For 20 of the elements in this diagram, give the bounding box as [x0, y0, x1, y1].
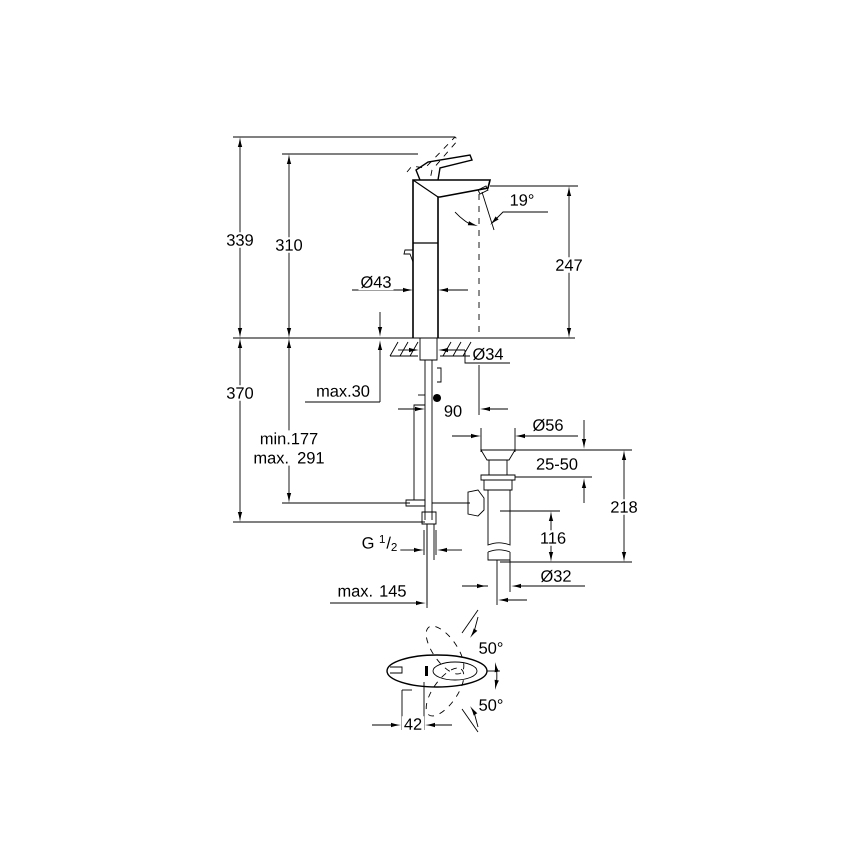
dimension-label: 50° [476, 697, 506, 713]
dimension-label: 42 [402, 716, 424, 732]
dimension-label: max.30 [314, 383, 372, 399]
dimension-label: Ø56 [530, 416, 566, 434]
dimension-label: 339 [224, 232, 256, 248]
dimension-label: 50° [476, 640, 506, 656]
dimension-label: max. 145 [336, 583, 408, 599]
dimension-label: 90 [442, 403, 464, 419]
dimension-label: 19° [508, 192, 536, 208]
dimension-label: 116 [538, 530, 568, 546]
dimension-label: Ø34 [470, 346, 506, 362]
dimension-label: G $^{1}$/$_{2}$ [360, 532, 400, 554]
dimension-label: Ø43 [358, 274, 394, 290]
dimension-label: Ø32 [538, 568, 574, 584]
dimension-label: min.177 max. 291 [251, 430, 327, 466]
dimension-label: 370 [224, 385, 256, 401]
dimension-label: 25-50 [534, 456, 580, 472]
dimension-label: 247 [553, 257, 585, 273]
dimension-label: 218 [608, 499, 640, 515]
dimension-label: 310 [273, 237, 305, 253]
